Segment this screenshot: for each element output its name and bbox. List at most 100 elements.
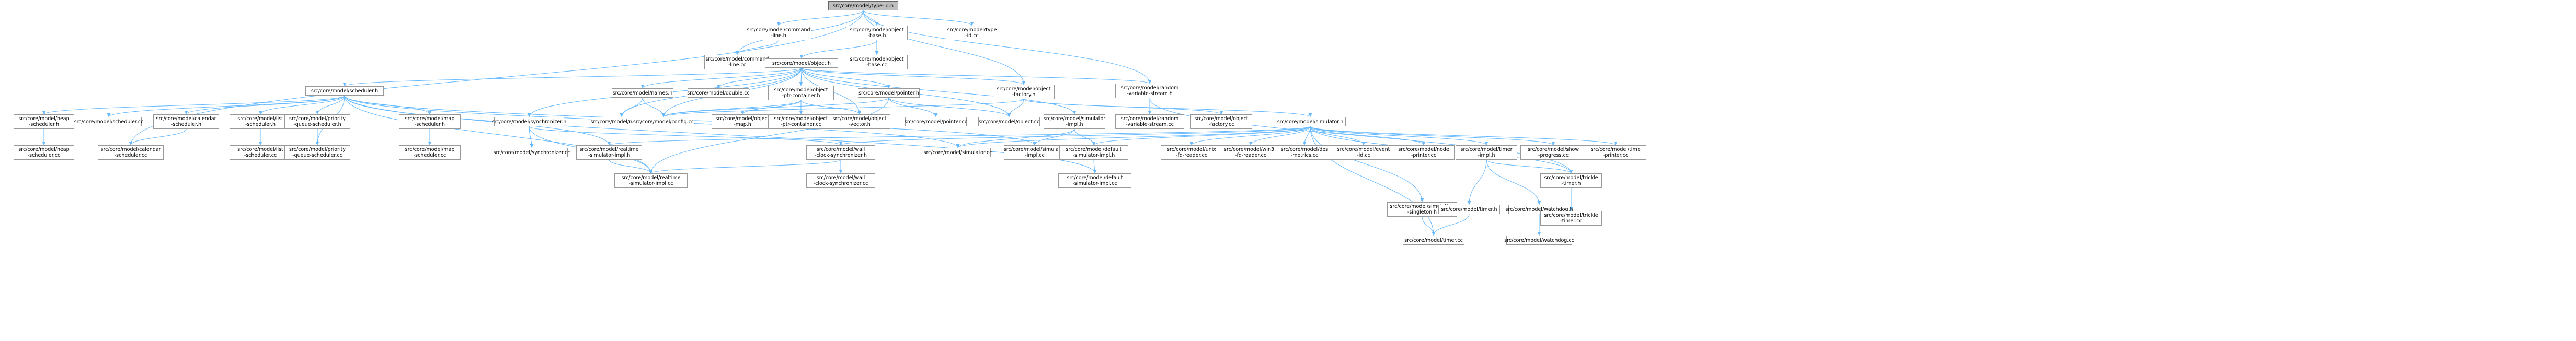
node-label-line: src/core/model/command	[747, 27, 810, 33]
graph-node-src-core-model-map-scheduler-cc[interactable]: src/core/model/map-scheduler.cc	[399, 145, 461, 160]
graph-node-src-core-model-realtime-simulator-impl-cc[interactable]: src/core/model/realtime-simulator-impl.c…	[614, 173, 688, 188]
node-label-line: -timer.h	[1561, 181, 1581, 186]
graph-node-src-core-model-object-vector-h[interactable]: src/core/model/object-vector.h	[829, 114, 890, 129]
graph-node-src-core-model-event-id-cc[interactable]: src/core/model/event-id.cc	[1333, 145, 1394, 160]
graph-node-src-core-model-object-map-h[interactable]: src/core/model/object-map.h	[712, 114, 773, 129]
graph-node-src-core-model-calendar-scheduler-h[interactable]: src/core/model/calendar-scheduler.h	[153, 114, 219, 129]
graph-node-src-core-model-simulator-impl-h[interactable]: src/core/model/simulator-impl.h	[1044, 114, 1105, 129]
graph-node-src-core-model-pointer-h[interactable]: src/core/model/pointer.h	[858, 88, 920, 98]
graph-node-src-core-model-simulator-impl-cc[interactable]: src/core/model/simulator-impl.cc	[1004, 145, 1066, 160]
node-label-line: src/core/model/watchdog.cc	[1504, 237, 1574, 243]
node-label-line: src/core/model/config.cc	[633, 119, 694, 125]
include-edge	[1092, 126, 1311, 146]
graph-node-src-core-model-simulation-singleton-h[interactable]: src/core/model/simulation-singleton.h	[1387, 202, 1457, 217]
graph-node-src-core-model-trickle-timer-h[interactable]: src/core/model/trickle-timer.h	[1540, 173, 1602, 188]
graph-node-src-core-model-simulator-h[interactable]: src/core/model/simulator.h	[1275, 117, 1346, 126]
node-label-line: src/core/model/command	[705, 56, 769, 62]
graph-node-src-core-model-default-simulator-impl-h[interactable]: src/core/model/default-simulator-impl.h	[1059, 145, 1128, 160]
include-edge	[801, 67, 1152, 84]
graph-node-src-core-model-map-scheduler-h[interactable]: src/core/model/map-scheduler.h	[399, 114, 461, 129]
node-label-line: src/core/model/default	[1066, 147, 1122, 152]
include-edge	[1189, 126, 1311, 146]
root-node-src-core-model-type-id-h[interactable]: src/core/model/type-id.h	[828, 1, 898, 10]
node-label-line: -base.cc	[866, 62, 887, 68]
graph-node-src-core-model-config-cc[interactable]: src/core/model/config.cc	[633, 117, 694, 126]
node-label-line: src/core/model/calendar	[156, 116, 216, 122]
graph-node-src-core-model-watchdog-cc[interactable]: src/core/model/watchdog.cc	[1504, 236, 1574, 245]
graph-node-src-core-model-node-printer-cc[interactable]: src/core/model/node-printer.cc	[1393, 145, 1455, 160]
node-label-line: -scheduler.cc	[244, 152, 277, 158]
graph-node-src-core-model-timer-cc[interactable]: src/core/model/timer.cc	[1403, 236, 1464, 245]
graph-node-src-core-model-scheduler-cc[interactable]: src/core/model/scheduler.cc	[74, 117, 143, 126]
include-edge	[642, 97, 666, 117]
graph-node-src-core-model-win32-fd-reader-cc[interactable]: src/core/model/win32-fd-reader.cc	[1220, 145, 1281, 160]
graph-node-src-core-model-wall-clock-synchronizer-h[interactable]: src/core/model/wall-clock-synchronizer.h	[806, 145, 875, 160]
graph-node-src-core-model-unix-fd-reader-cc[interactable]: src/core/model/unix-fd-reader.cc	[1161, 145, 1222, 160]
include-edge	[801, 67, 1077, 115]
node-label-line: src/core/model/object	[715, 116, 770, 122]
include-edge	[1310, 126, 1424, 203]
include-edge	[661, 99, 1024, 117]
node-label-line: -simulator-impl.h	[1072, 152, 1115, 158]
graph-node-src-core-model-default-simulator-impl-cc[interactable]: src/core/model/default-simulator-impl.cc	[1058, 173, 1131, 188]
graph-node-src-core-model-timer-h[interactable]: src/core/model/timer.h	[1438, 205, 1500, 214]
graph-node-src-core-model-scheduler-h[interactable]: src/core/model/scheduler.h	[305, 86, 384, 96]
include-edge	[1310, 126, 1366, 146]
node-label-line: src/core/model/type-id.h	[833, 3, 894, 9]
graph-node-src-core-model-list-scheduler-h[interactable]: src/core/model/list-scheduler.h	[230, 114, 291, 129]
graph-node-src-core-model-pointer-cc[interactable]: src/core/model/pointer.cc	[905, 117, 967, 126]
graph-node-src-core-model-calendar-scheduler-cc[interactable]: src/core/model/calendar-scheduler.cc	[98, 145, 164, 160]
graph-node-src-core-model-list-scheduler-cc[interactable]: src/core/model/list-scheduler.cc	[230, 145, 291, 160]
graph-node-src-core-model-double-cc[interactable]: src/core/model/double.cc	[687, 88, 750, 98]
node-label-line: src/core/model/win32	[1223, 147, 1278, 152]
graph-node-src-core-model-random-variable-stream-cc[interactable]: src/core/model/random-variable-stream.cc	[1115, 114, 1184, 129]
include-edge	[1310, 126, 1489, 146]
graph-node-src-core-model-simulator-cc[interactable]: src/core/model/simulator.cc	[924, 148, 992, 157]
include-edge	[529, 126, 534, 148]
graph-node-src-core-model-object-ptr-container-cc[interactable]: src/core/model/object-ptr-container.cc	[768, 114, 834, 129]
node-label-line: -printer.cc	[1411, 152, 1437, 158]
graph-node-src-core-model-object-base-h[interactable]: src/core/model/object-base.h	[846, 26, 908, 40]
graph-node-src-core-model-command-line-cc[interactable]: src/core/model/command-line.cc	[704, 55, 770, 69]
node-label-line: -vector.h	[849, 122, 871, 127]
node-label-line: -fd-reader.cc	[1235, 152, 1266, 158]
include-edge	[1033, 128, 1075, 146]
graph-node-src-core-model-command-line-h[interactable]: src/core/model/command-line.h	[746, 26, 811, 40]
graph-node-src-core-model-timer-impl-h[interactable]: src/core/model/timer-impl.h	[1456, 145, 1517, 160]
node-label-line: src/core/model/des	[1280, 147, 1329, 152]
include-edge	[839, 126, 1311, 146]
node-label-line: -ptr-container.cc	[781, 122, 821, 127]
graph-node-src-core-model-realtime-simulator-impl-h[interactable]: src/core/model/realtime-simulator-impl.h	[576, 145, 642, 160]
graph-node-src-core-model-show-progress-cc[interactable]: src/core/model/show-progress.cc	[1520, 145, 1586, 160]
graph-node-src-core-model-object-base-cc[interactable]: src/core/model/object-base.cc	[846, 55, 908, 69]
graph-node-src-core-model-type-id-cc[interactable]: src/core/model/type-id.cc	[946, 26, 998, 40]
graph-node-src-core-model-synchronizer-h[interactable]: src/core/model/synchronizer.h	[492, 117, 566, 126]
graph-node-src-core-model-synchronizer-cc[interactable]: src/core/model/synchronizer.cc	[494, 148, 570, 157]
include-edge	[956, 126, 1311, 148]
graph-node-src-core-model-object-ptr-container-h[interactable]: src/core/model/object-ptr-container.h	[768, 86, 834, 100]
include-edge	[640, 67, 802, 89]
node-label-line: src/core/model/object	[774, 87, 828, 93]
graph-node-src-core-model-time-printer-cc[interactable]: src/core/model/time-printer.cc	[1585, 145, 1646, 160]
graph-node-src-core-model-object-h[interactable]: src/core/model/object.h	[765, 58, 838, 68]
graph-node-src-core-model-des-metrics-cc[interactable]: src/core/model/des-metrics.cc	[1274, 145, 1335, 160]
graph-node-src-core-model-random-variable-stream-h[interactable]: src/core/model/random-variable-stream.h	[1115, 84, 1184, 98]
graph-node-src-core-model-wall-clock-synchronizer-cc[interactable]: src/core/model/wall-clock-synchronizer.c…	[806, 173, 875, 188]
node-label-line: -clock-synchronizer.cc	[813, 181, 868, 186]
include-edge	[801, 67, 1026, 85]
graph-node-src-core-model-heap-scheduler-h[interactable]: src/core/model/heap-scheduler.h	[14, 114, 74, 129]
graph-node-src-core-model-object-cc[interactable]: src/core/model/object.cc	[978, 117, 1040, 126]
include-edge	[863, 10, 1026, 85]
graph-node-src-core-model-object-factory-cc[interactable]: src/core/model/object-factory.cc	[1190, 114, 1252, 129]
graph-node-src-core-model-priority-queue-scheduler-h[interactable]: src/core/model/priority-queue-scheduler.…	[284, 114, 350, 129]
graph-node-src-core-model-names-h[interactable]: src/core/model/names.h	[612, 88, 673, 98]
node-label-line: -metrics.cc	[1290, 152, 1319, 158]
node-label-line: src/core/model/simulator	[1003, 147, 1066, 152]
node-label-line: src/core/model/object.h	[772, 60, 831, 66]
graph-node-src-core-model-object-factory-h[interactable]: src/core/model/object-factory.h	[993, 85, 1055, 99]
graph-node-src-core-model-priority-queue-scheduler-cc[interactable]: src/core/model/priority-queue-scheduler.…	[284, 145, 350, 160]
graph-node-src-core-model-trickle-timer-cc[interactable]: src/core/model/trickle-timer.cc	[1540, 211, 1602, 226]
graph-node-src-core-model-heap-scheduler-cc[interactable]: src/core/model/heap-scheduler.cc	[14, 145, 74, 160]
node-label-line: -scheduler.h	[245, 122, 276, 127]
node-label-line: -scheduler.cc	[114, 152, 147, 158]
